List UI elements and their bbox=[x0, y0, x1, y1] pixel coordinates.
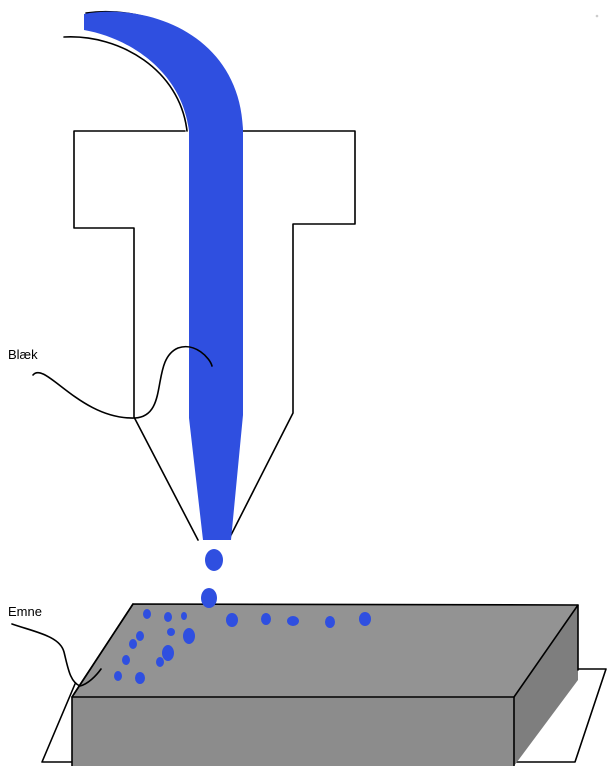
ink-drop bbox=[205, 549, 223, 571]
ink-stream bbox=[84, 11, 243, 540]
workpiece-label: Emne bbox=[8, 604, 42, 619]
ink-leader-line bbox=[32, 345, 213, 419]
workpiece-block bbox=[71, 603, 579, 766]
ink-drop bbox=[201, 588, 217, 608]
stray-mark bbox=[595, 14, 599, 18]
workpiece-top-face bbox=[72, 604, 578, 697]
ink-tube-outline bbox=[63, 36, 188, 132]
print-head bbox=[73, 130, 199, 541]
workpiece-front-face bbox=[72, 697, 514, 766]
base-plate bbox=[41, 668, 607, 763]
ink-label: Blæk bbox=[8, 347, 38, 362]
workpiece-side-face bbox=[514, 605, 578, 766]
workpiece-leader-line bbox=[11, 623, 102, 687]
ink-dots bbox=[114, 609, 371, 684]
